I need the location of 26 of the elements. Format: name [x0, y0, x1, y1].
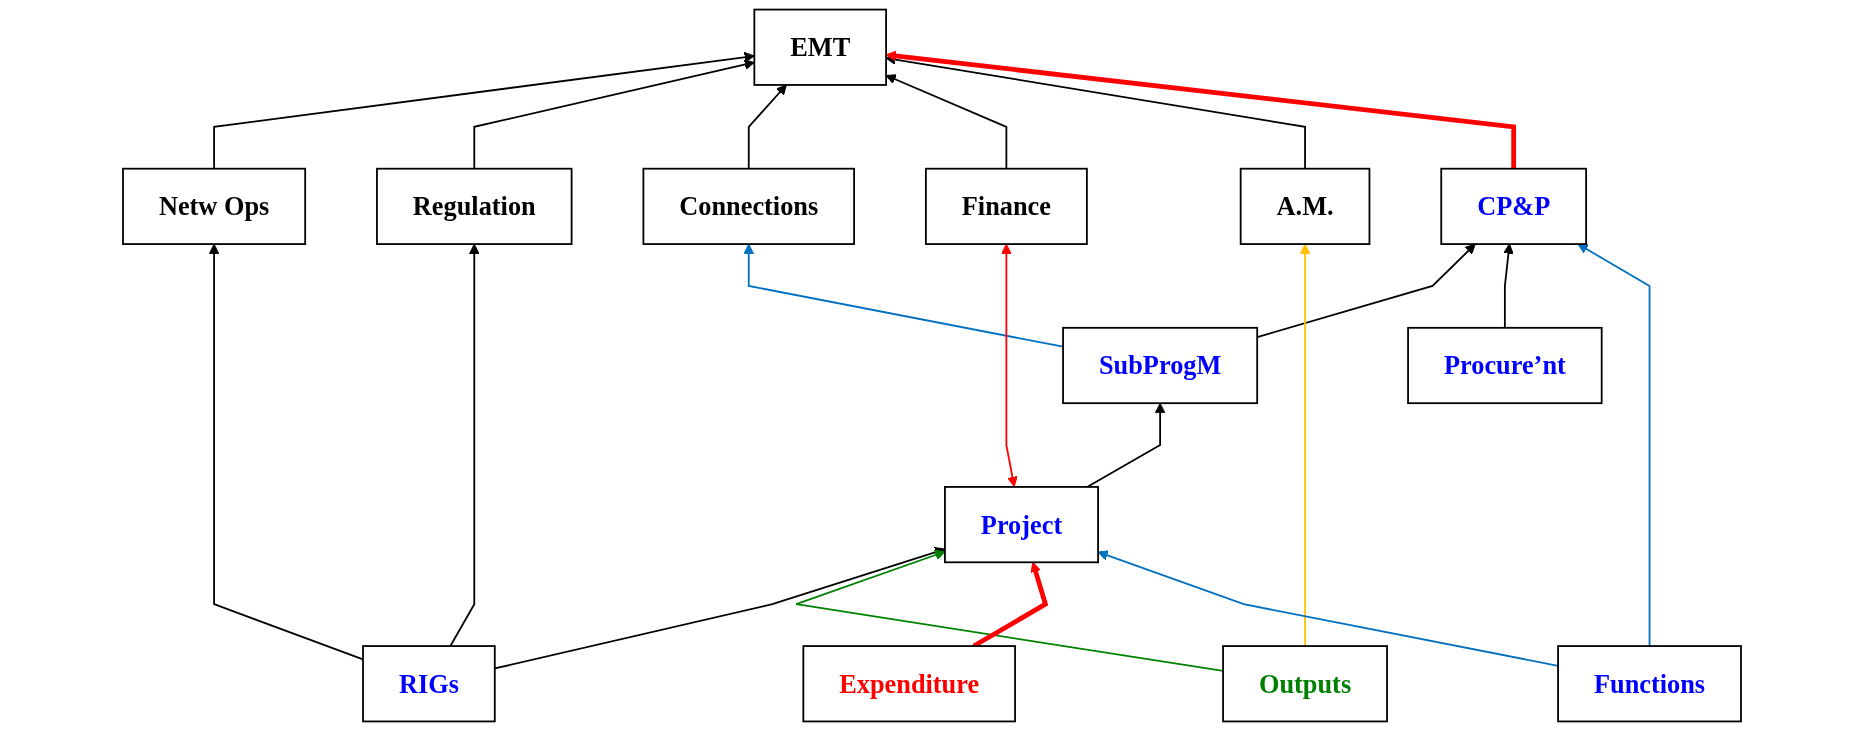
- node-box: A.M.: [1239, 167, 1371, 245]
- node-box: EMT: [753, 8, 887, 86]
- node-box: SubProgM: [1062, 326, 1259, 405]
- arrow: [1086, 402, 1166, 488]
- arrow: [743, 243, 1064, 348]
- node-box: Finance: [925, 167, 1088, 245]
- node-box: Procure’nt: [1407, 326, 1603, 405]
- arrow: [208, 243, 364, 661]
- arrow: [1503, 243, 1514, 329]
- node-box: Regulation: [376, 167, 573, 245]
- node-box: Netw Ops: [122, 167, 307, 245]
- arrow: [1001, 243, 1018, 487]
- node-box: Expenditure: [802, 645, 1016, 723]
- node-box: Outputs: [1222, 645, 1388, 723]
- arrow: [213, 51, 755, 170]
- node-box: RIGs: [362, 645, 496, 723]
- arrow: [1299, 243, 1311, 647]
- arrow: [473, 59, 755, 170]
- arrow: [747, 84, 787, 170]
- arrow: [449, 243, 480, 647]
- node-box: Project: [944, 486, 1099, 564]
- arrow: [795, 549, 1224, 672]
- node-box: Functions: [1557, 645, 1742, 723]
- arrow: [1577, 243, 1651, 647]
- node-box: CP&P: [1440, 167, 1587, 245]
- node-box: Connections: [642, 167, 855, 245]
